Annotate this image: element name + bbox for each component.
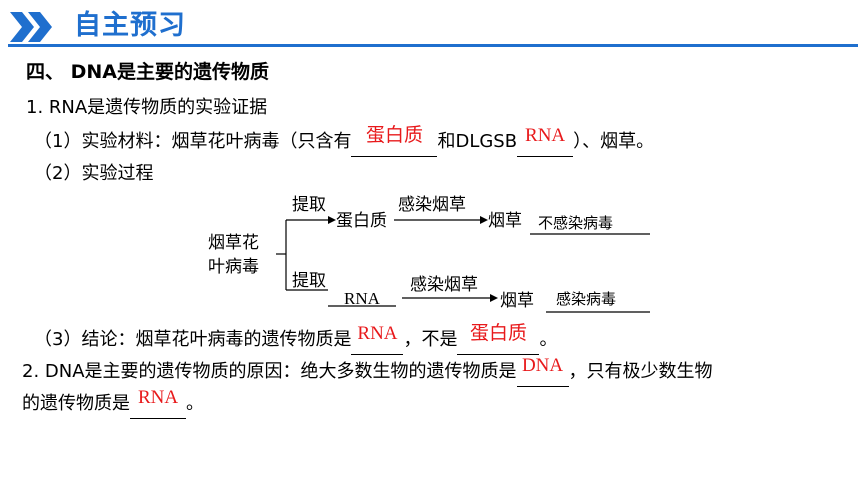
- answer-blank: 蛋白质: [457, 323, 540, 355]
- answer-blank: RNA: [351, 323, 404, 355]
- bottom-result: 感染病毒: [556, 290, 616, 308]
- answer-blank: RNA: [130, 387, 186, 419]
- materials-prefix: （1）实验材料：烟草花叶病毒（只含有: [34, 131, 352, 152]
- top-result: 不感染病毒: [538, 214, 613, 232]
- item1-heading: 1. RNA是遗传物质的实验证据: [26, 97, 268, 118]
- double-chevron-right-icon: [10, 12, 52, 42]
- bottom-infect-label: 感染烟草: [410, 275, 478, 294]
- conclusion-prefix: （3）结论：烟草花叶病毒的遗传物质是: [34, 329, 352, 350]
- answer-blank: RNA: [517, 125, 574, 157]
- item2-line2-suffix: 。: [186, 393, 204, 414]
- materials-line: （1）实验材料：烟草花叶病毒（只含有蛋白质和DLGSB RNA ）、烟草。: [34, 125, 655, 157]
- answer-text: RNA: [525, 125, 566, 146]
- top-infect-label: 感染烟草: [398, 195, 466, 214]
- answer-text: RNA: [357, 323, 398, 344]
- materials-middle: 和DLGSB: [437, 131, 518, 152]
- diagram-source-line2: 叶病毒: [208, 257, 259, 276]
- process-label: （2）实验过程: [34, 163, 154, 184]
- experiment-diagram: 烟草花 叶病毒 提取 蛋白质 感染烟草 烟草 不感染病毒 提取 RNA 感染烟草…: [208, 195, 650, 313]
- item2-middle: ，只有极少数生物: [568, 361, 713, 382]
- answer-text: 蛋白质: [365, 125, 423, 146]
- top-extract-label: 提取: [292, 195, 326, 214]
- answer-text: RNA: [137, 387, 179, 408]
- materials-suffix: ）、烟草。: [573, 131, 655, 152]
- bottom-extract-label: 提取: [292, 271, 326, 290]
- answer-blank: 蛋白质: [351, 125, 438, 157]
- bottom-component: RNA: [344, 289, 381, 308]
- diagram-source-line1: 烟草花: [208, 233, 259, 252]
- conclusion-middle: ，不是: [403, 329, 458, 350]
- top-component: 蛋白质: [336, 211, 387, 230]
- conclusion-suffix: 。: [539, 329, 558, 350]
- item2-prefix: 2. DNA是主要的遗传物质的原因：绝大多数生物的遗传物质是: [22, 361, 517, 382]
- item2-line2: 的遗传物质是 RNA 。: [22, 387, 204, 419]
- header-divider: [8, 44, 858, 47]
- page-title: 自主预习: [74, 10, 186, 41]
- item2-line2-prefix: 的遗传物质是: [22, 393, 130, 414]
- section-title: 四、 DNA是主要的遗传物质: [26, 61, 269, 83]
- answer-text: 蛋白质: [469, 323, 527, 344]
- top-target: 烟草: [488, 211, 522, 230]
- bottom-target: 烟草: [500, 291, 534, 310]
- answer-text: DNA: [521, 355, 564, 376]
- answer-blank: DNA: [516, 355, 569, 387]
